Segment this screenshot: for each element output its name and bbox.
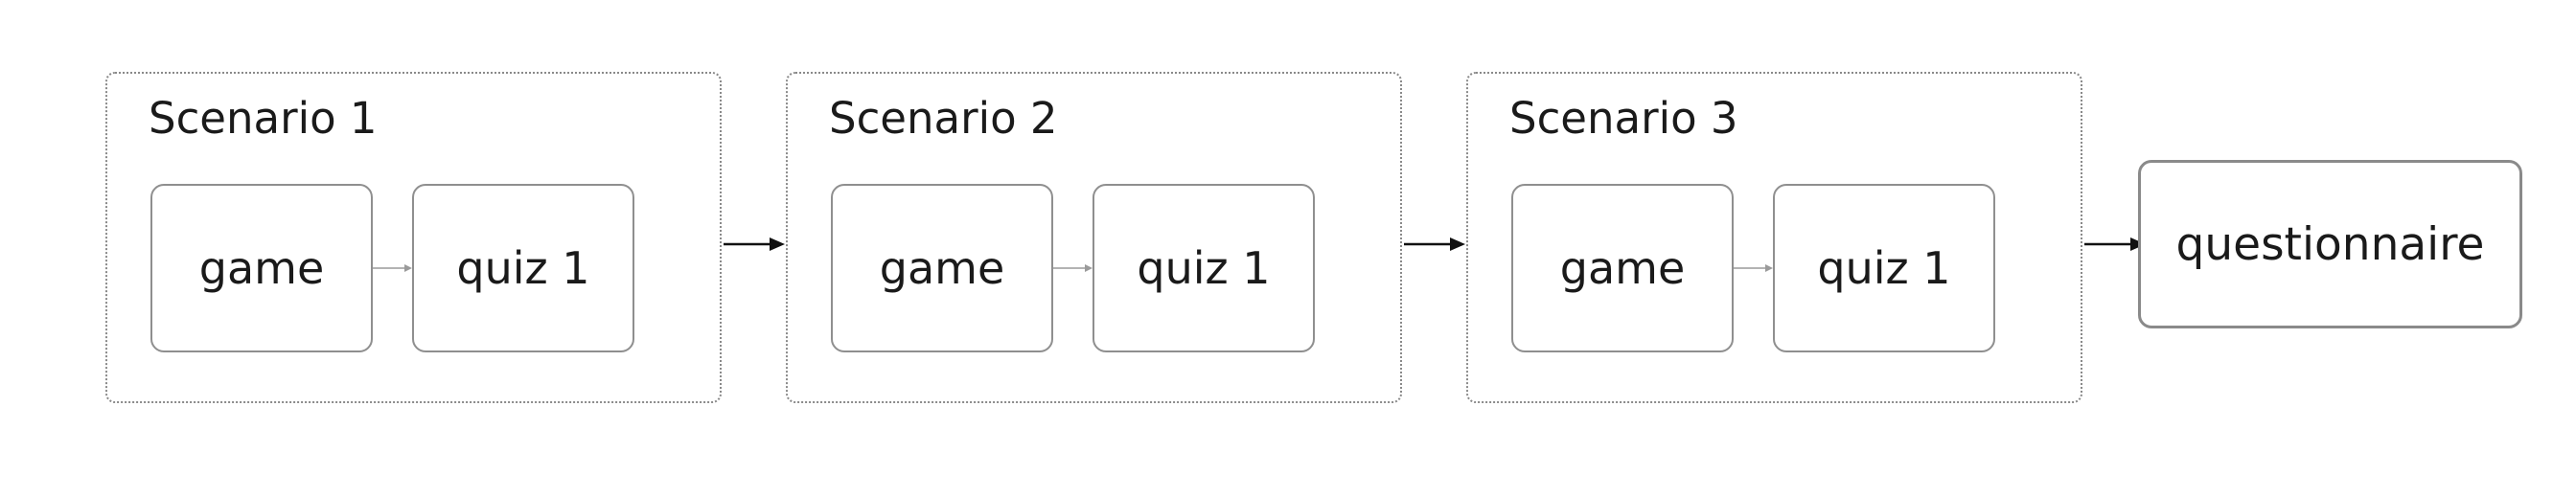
game-box: game <box>1511 184 1734 352</box>
scenario-title: Scenario 1 <box>149 93 378 144</box>
quiz-box: quiz 1 <box>1092 184 1315 352</box>
scenario-title: Scenario 2 <box>829 93 1058 144</box>
scenario-group-1: Scenario 1 game quiz 1 <box>105 72 722 403</box>
inner-arrow <box>1734 264 1773 272</box>
scenario-group-2: Scenario 2 game quiz 1 <box>786 72 1402 403</box>
scenario-group-3: Scenario 3 game quiz 1 <box>1466 72 2082 403</box>
questionnaire-box: questionnaire <box>2138 160 2522 328</box>
arrow-scenario3-to-questionnaire <box>2084 237 2146 251</box>
quiz-box: quiz 1 <box>1773 184 1995 352</box>
inner-arrow <box>1053 264 1092 272</box>
game-box: game <box>831 184 1053 352</box>
game-box: game <box>150 184 373 352</box>
quiz-box: quiz 1 <box>412 184 634 352</box>
arrow-scenario2-to-scenario3 <box>1404 237 1465 251</box>
inner-arrow <box>373 264 412 272</box>
scenario-title: Scenario 3 <box>1509 93 1738 144</box>
arrow-scenario1-to-scenario2 <box>724 237 785 251</box>
